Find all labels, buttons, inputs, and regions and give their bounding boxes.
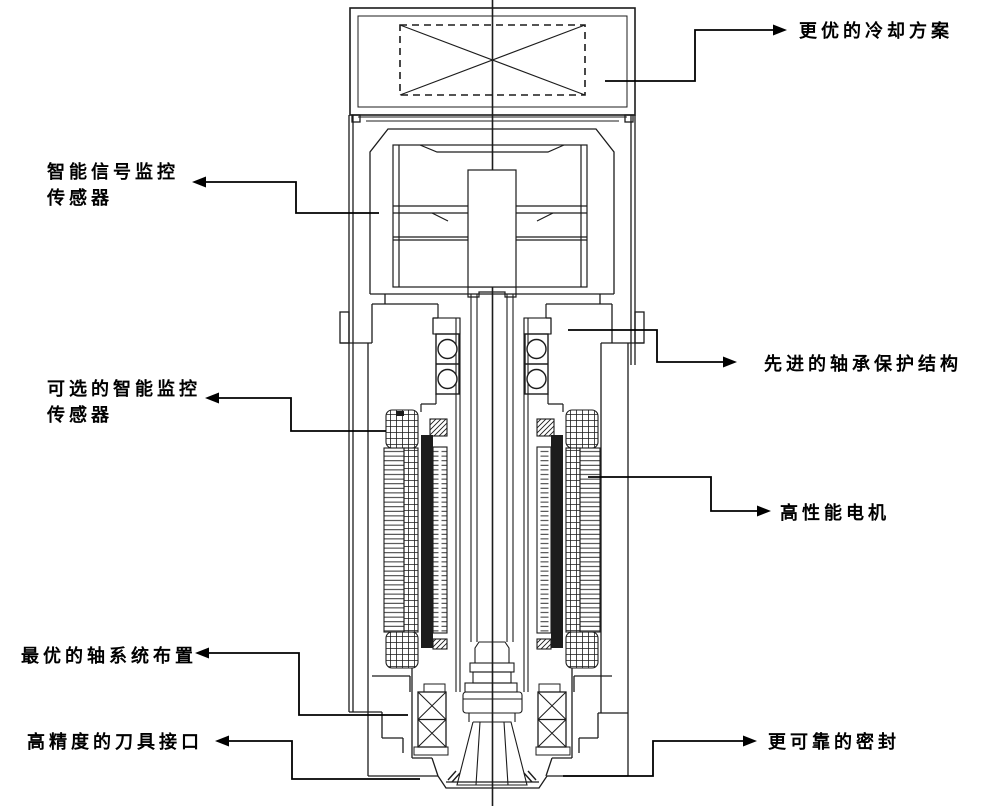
gasket-lines — [358, 116, 627, 122]
rotor-left — [421, 418, 448, 650]
tool-taper — [456, 712, 528, 786]
front-bearing-right — [535, 683, 571, 756]
rotor-right — [536, 418, 563, 650]
label-optional-sensor-line1: 可选的智能监控 — [47, 379, 201, 400]
callout-bearing-protection — [568, 329, 737, 368]
nose-cap — [437, 775, 548, 789]
callout-shaft-system — [195, 647, 408, 716]
stator-left — [383, 409, 419, 669]
callout-seal — [563, 735, 757, 777]
bearing-right — [524, 333, 549, 395]
label-tool-interface: 高精度的刀具接口 — [27, 732, 203, 753]
callout-signal-sensor — [192, 176, 379, 214]
label-cooling: 更优的冷却方案 — [799, 21, 953, 42]
cooling-unit — [349, 7, 636, 123]
label-signal-sensor: 智能信号监控 传感器 — [47, 160, 179, 212]
lower-bearings — [413, 683, 571, 783]
label-seal: 更可靠的密封 — [768, 732, 900, 753]
upper-bearings — [420, 304, 564, 412]
label-optional-sensor-line2: 传感器 — [47, 405, 113, 426]
callout-tool-interface — [215, 735, 420, 780]
label-signal-sensor-line1: 智能信号监控 — [47, 162, 179, 183]
motor — [383, 409, 601, 669]
cooling-fan-symbol — [399, 24, 586, 96]
label-shaft-system: 最优的轴系统布置 — [21, 646, 197, 667]
callout-optional-sensor — [205, 392, 386, 432]
seal-marks — [447, 770, 537, 783]
bearing-left — [435, 333, 460, 395]
callout-cooling — [605, 24, 787, 82]
label-optional-sensor: 可选的智能监控 传感器 — [47, 377, 201, 429]
sensor-assembly — [392, 144, 588, 298]
label-motor: 高性能电机 — [780, 503, 890, 524]
front-bearing-left — [413, 683, 449, 756]
callouts — [192, 24, 787, 780]
callout-motor — [588, 476, 771, 517]
label-signal-sensor-line2: 传感器 — [47, 188, 113, 209]
stator-right — [565, 409, 601, 669]
label-bearing-protection: 先进的轴承保护结构 — [764, 354, 962, 375]
shaft — [455, 294, 529, 786]
sensor-housing — [369, 128, 615, 305]
